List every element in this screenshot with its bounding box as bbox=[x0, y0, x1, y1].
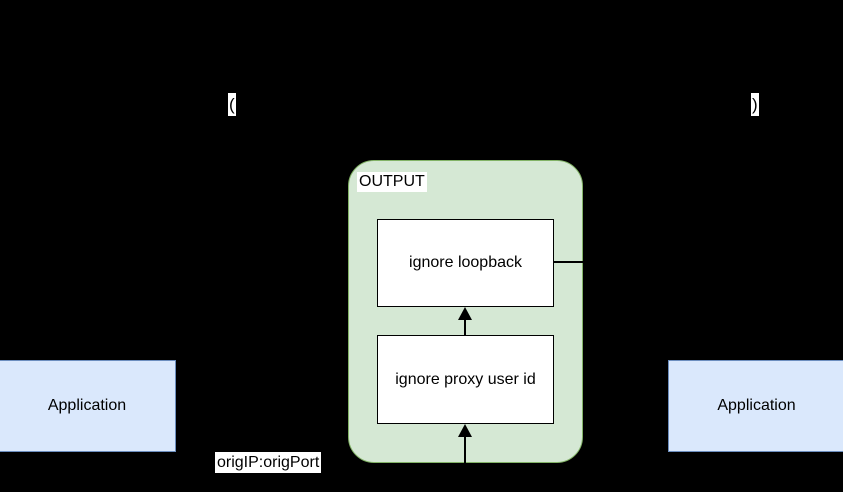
process-box-ignore-proxy-user-id-label: ignore proxy user id bbox=[395, 370, 536, 388]
process-box-ignore-loopback[interactable]: ignore loopback bbox=[377, 219, 554, 307]
application-box-right-label: Application bbox=[717, 397, 796, 414]
output-group-label: OUTPUT bbox=[357, 172, 427, 192]
connector-loopback-to-right bbox=[554, 261, 584, 263]
process-box-ignore-loopback-label: ignore loopback bbox=[409, 254, 522, 271]
edge-label-paren-open-fragment: ( bbox=[228, 93, 236, 116]
edge-label-orig-address: origIP:origPort bbox=[215, 452, 322, 473]
application-box-left[interactable]: Application bbox=[0, 360, 176, 452]
connector-inbound-to-proxyuser bbox=[464, 426, 466, 492]
arrow-head-up-bottom bbox=[458, 424, 472, 437]
connector-proxyuser-to-loopback bbox=[464, 309, 466, 335]
process-box-ignore-proxy-user-id[interactable]: ignore proxy user id bbox=[377, 335, 554, 424]
arrow-head-up-middle bbox=[458, 307, 472, 320]
application-box-right[interactable]: Application bbox=[668, 360, 843, 452]
edge-label-paren-close-fragment: ) bbox=[751, 93, 759, 116]
application-box-left-label: Application bbox=[47, 397, 127, 414]
